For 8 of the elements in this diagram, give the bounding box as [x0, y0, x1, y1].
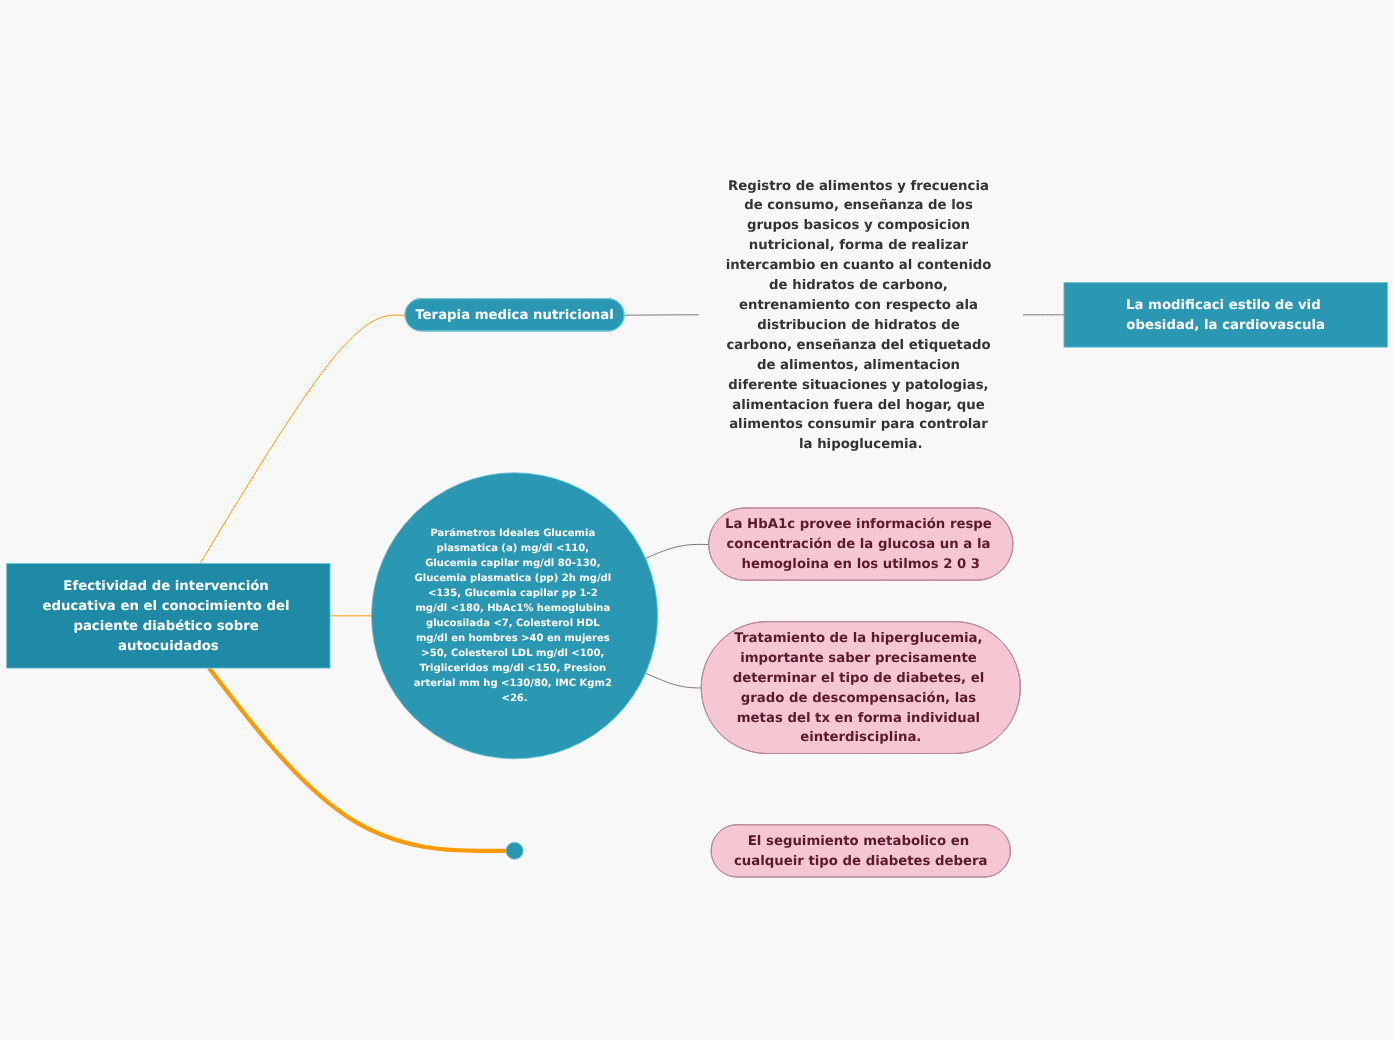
connector — [645, 543, 710, 559]
connector — [624, 314, 700, 316]
connector — [199, 314, 406, 565]
connector — [329, 615, 372, 617]
connector — [1022, 314, 1065, 316]
node-circle — [505, 841, 524, 860]
connector — [207, 666, 507, 853]
connector — [645, 672, 703, 689]
